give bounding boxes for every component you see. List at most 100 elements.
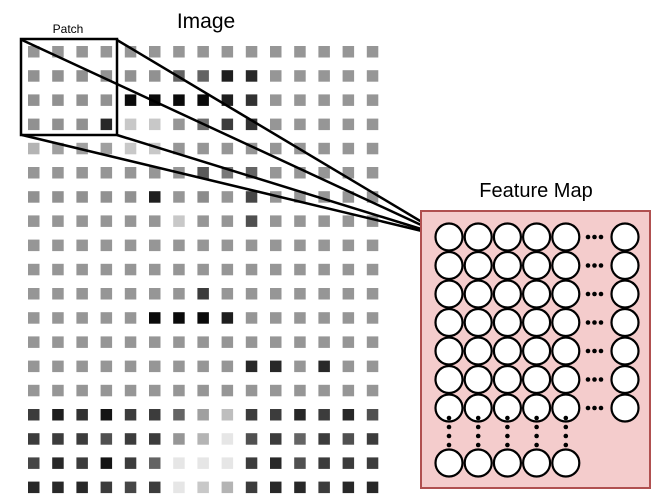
- pixel-square: [76, 433, 88, 445]
- pixel-square: [294, 360, 306, 373]
- pixel-square: [366, 46, 379, 58]
- pixel-square: [221, 215, 234, 227]
- row-ellipsis-dot: [592, 348, 597, 354]
- pixel-square: [149, 384, 161, 397]
- pixel-square: [124, 336, 137, 348]
- pixel-square: [100, 46, 113, 58]
- pixel-square: [221, 409, 234, 421]
- column-ellipsis-dot: [475, 433, 481, 439]
- feature-node: [610, 279, 640, 309]
- pixel-square: [221, 46, 234, 58]
- pixel-square: [342, 46, 355, 58]
- pixel-square: [366, 94, 379, 106]
- feature-node: [492, 250, 522, 281]
- pixel-square: [149, 70, 161, 82]
- patch-projection-lines: [21, 38, 448, 239]
- feature-node: [521, 307, 552, 338]
- row-ellipsis-dot: [598, 263, 604, 268]
- pixel-square: [100, 457, 113, 469]
- feature-node: [463, 448, 493, 478]
- pixel-square: [366, 167, 379, 179]
- pixel-square: [100, 167, 113, 179]
- pixel-square: [245, 142, 258, 155]
- pixel-square: [28, 167, 40, 179]
- pixel-square: [149, 433, 161, 445]
- pixel-square: [149, 167, 161, 179]
- pixel-square: [342, 288, 355, 300]
- pixel-square: [76, 336, 88, 348]
- pixel-square: [366, 312, 379, 324]
- pixel-square: [342, 336, 355, 348]
- pixel-square: [342, 167, 355, 179]
- pixel-square: [221, 94, 234, 106]
- pixel-square: [124, 167, 137, 179]
- pixel-square: [149, 118, 161, 131]
- pixel-square: [124, 94, 137, 106]
- feature-node: [521, 393, 552, 423]
- feature-node: [434, 336, 464, 366]
- pixel-square: [76, 167, 88, 179]
- pixel-square: [52, 46, 64, 58]
- pixel-square: [366, 481, 379, 494]
- pixel-square: [197, 167, 209, 179]
- pixel-square: [294, 336, 306, 348]
- pixel-square: [52, 142, 64, 155]
- pixel-square: [149, 94, 161, 106]
- column-ellipsis-dot: [534, 433, 539, 439]
- feature-node: [492, 307, 522, 338]
- pixel-square: [294, 70, 306, 82]
- pixel-square: [100, 239, 113, 252]
- pixel-square: [28, 46, 40, 58]
- pixel-square: [221, 481, 234, 494]
- pixel-square: [52, 118, 64, 131]
- pixel-square: [197, 70, 209, 82]
- pixel-square: [124, 46, 137, 58]
- pixel-square: [221, 360, 234, 373]
- pixel-square: [76, 288, 88, 300]
- pixel-square: [124, 457, 137, 469]
- row-ellipsis-dot: [592, 234, 597, 240]
- pixel-square: [366, 215, 379, 227]
- pixel-square: [245, 457, 258, 469]
- pixel-square: [197, 409, 209, 421]
- projection-line: [116, 38, 448, 239]
- pixel-square: [52, 263, 64, 276]
- pixel-square: [173, 118, 185, 131]
- pixel-square: [173, 457, 185, 469]
- pixel-square: [245, 263, 258, 276]
- pixel-square: [221, 118, 234, 131]
- pixel-square: [76, 457, 88, 469]
- column-ellipsis-dot: [563, 442, 569, 448]
- row-ellipsis-dot: [585, 320, 591, 325]
- pixel-square: [294, 191, 306, 203]
- pixel-square: [318, 239, 330, 252]
- pixel-square: [366, 384, 379, 397]
- patch-box: [19, 37, 119, 137]
- pixel-square: [76, 94, 88, 106]
- pixel-square: [197, 384, 209, 397]
- pixel-square: [149, 360, 161, 373]
- pixel-square: [318, 118, 330, 131]
- pixel-square: [100, 118, 113, 131]
- pixel-square: [76, 409, 88, 421]
- pixel-square: [270, 481, 282, 494]
- pixel-square: [173, 336, 185, 348]
- pixel-square: [173, 142, 185, 155]
- pixel-square: [270, 70, 282, 82]
- pixel-square: [318, 94, 330, 106]
- pixel-square: [173, 384, 185, 397]
- pixel-square: [197, 94, 209, 106]
- pixel-square: [28, 312, 40, 324]
- pixel-square: [173, 215, 185, 227]
- pixel-square: [245, 481, 258, 494]
- pixel-square: [245, 94, 258, 106]
- pixel-square: [197, 360, 209, 373]
- row-ellipsis-dot: [585, 405, 591, 411]
- pixel-square: [149, 312, 161, 324]
- column-ellipsis-dot: [505, 415, 510, 421]
- pixel-square: [270, 288, 282, 300]
- row-ellipsis-dot: [598, 234, 604, 240]
- pixel-square: [124, 215, 137, 227]
- pixel-square: [294, 409, 306, 421]
- feature-node: [551, 364, 581, 395]
